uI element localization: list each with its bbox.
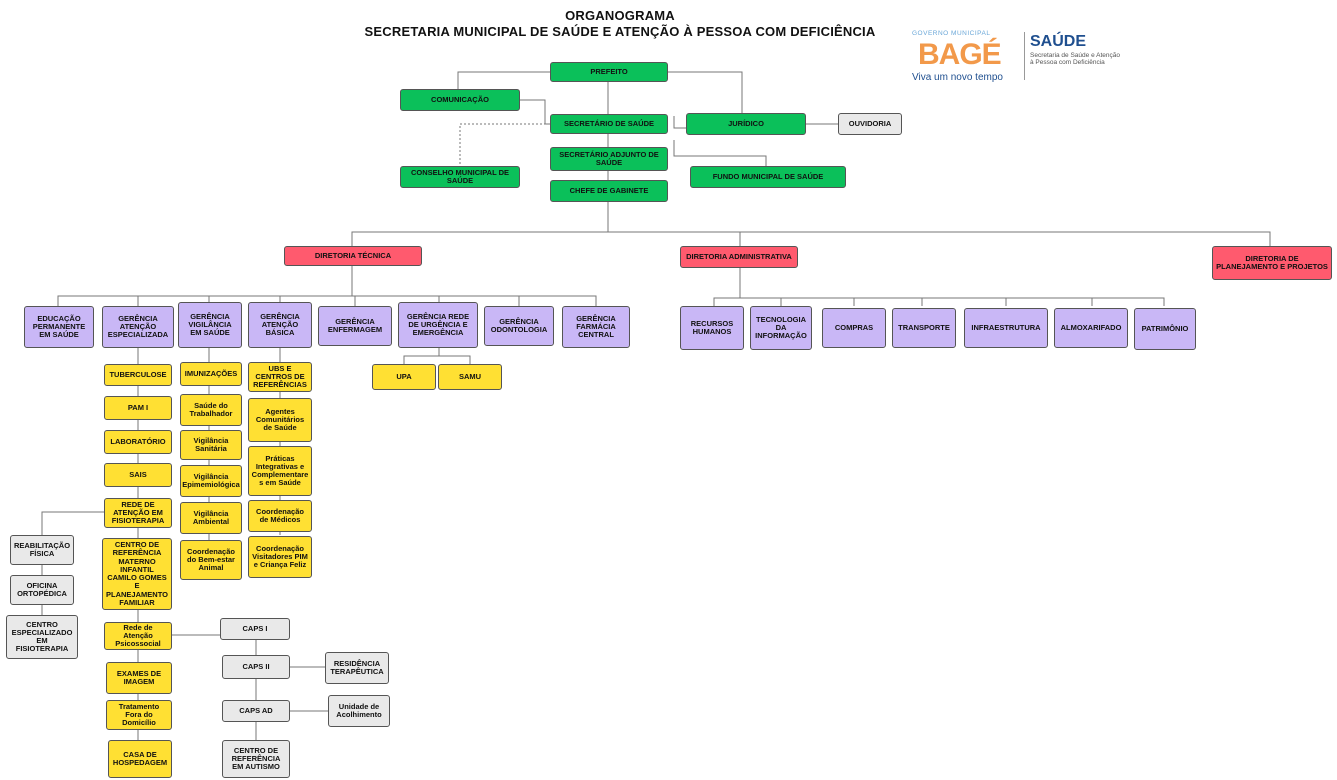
node-transporte: TRANSPORTE — [892, 308, 956, 348]
node-recursos-humanos: RECURSOS HUMANOS — [680, 306, 744, 350]
node-diretoria-planejamento: DIRETORIA DE PLANEJAMENTO E PROJETOS — [1212, 246, 1332, 280]
node-compras: COMPRAS — [822, 308, 886, 348]
node-samu: SAMU — [438, 364, 502, 390]
node-educacao-permanente: EDUCAÇÃO PERMANENTE EM SAÚDE — [24, 306, 94, 348]
node-agentes: Agentes Comunitários de Saúde — [248, 398, 312, 442]
node-centro-materno: CENTRO DE REFERÊNCIA MATERNO INFANTIL CA… — [102, 538, 172, 610]
node-tfd: Tratamento Fora do Domicílio — [106, 700, 172, 730]
node-saude-trabalhador: Saúde do Trabalhador — [180, 394, 242, 426]
logo-sub-text: Secretaria de Saúde e Atenção à Pessoa c… — [1030, 52, 1120, 67]
node-tuberculose: TUBERCULOSE — [104, 364, 172, 386]
node-residencia: RESIDÊNCIA TERAPÊUTICA — [325, 652, 389, 684]
node-casa-hospedagem: CASA DE HOSPEDAGEM — [108, 740, 172, 778]
node-gerencia-basica: GERÊNCIA ATENÇÃO BÁSICA — [248, 302, 312, 348]
node-vigilancia-epidemiologica: Vigilância Epimemiológica — [180, 465, 242, 497]
node-gerencia-farmacia: GERÊNCIA FARMÁCIA CENTRAL — [562, 306, 630, 348]
node-reabilitacao: REABILITAÇÃO FÍSICA — [10, 535, 74, 565]
node-juridico: JURÍDICO — [686, 113, 806, 135]
node-gerencia-vigilancia: GERÊNCIA VIGILÂNCIA EM SAÚDE — [178, 302, 242, 348]
node-ubs: UBS E CENTROS DE REFERÊNCIAS — [248, 362, 312, 392]
node-coord-visitadores: Coordenação Visitadores PIM e Criança Fe… — [248, 536, 312, 578]
node-diretoria-administrativa: DIRETORIA ADMINISTRATIVA — [680, 246, 798, 268]
node-centro-fisioterapia: CENTRO ESPECIALIZADO EM FISIOTERAPIA — [6, 615, 78, 659]
node-laboratorio: LABORATÓRIO — [104, 430, 172, 454]
node-adjunto: SECRETÁRIO ADJUNTO DE SAÚDE — [550, 147, 668, 171]
node-patrimonio: PATRIMÔNIO — [1134, 308, 1196, 350]
node-caps-i: CAPS I — [220, 618, 290, 640]
node-rede-psicossocial: Rede de Atenção Psicossocial — [104, 622, 172, 650]
node-fundo: FUNDO MUNICIPAL DE SAÚDE — [690, 166, 846, 188]
node-infraestrutura: INFRAESTRUTURA — [964, 308, 1048, 348]
node-oficina: OFICINA ORTOPÉDICA — [10, 575, 74, 605]
node-secretario: SECRETÁRIO DE SAÚDE — [550, 114, 668, 134]
node-pam: PAM I — [104, 396, 172, 420]
node-caps-ii: CAPS II — [222, 655, 290, 679]
logo-big-text: BAGÉ — [918, 38, 1002, 71]
node-coord-medicos: Coordenação de Médicos — [248, 500, 312, 532]
node-diretoria-tecnica: DIRETORIA TÉCNICA — [284, 246, 422, 266]
node-gabinete: CHEFE DE GABINETE — [550, 180, 668, 202]
page-title: ORGANOGRAMA — [565, 8, 675, 23]
page-subtitle: SECRETARIA MUNICIPAL DE SAÚDE E ATENÇÃO … — [364, 24, 876, 39]
logo-tagline: Viva um novo tempo — [912, 72, 1003, 83]
node-gerencia-especializada: GERÊNCIA ATENÇÃO ESPECIALIZADA — [102, 306, 174, 348]
node-rede-fisioterapia: REDE DE ATENÇÃO EM FISIOTERAPIA — [104, 498, 172, 528]
node-praticas: Práticas Integrativas e Complementare s … — [248, 446, 312, 496]
logo-small-text: GOVERNO MUNICIPAL — [912, 30, 991, 37]
logo-divider — [1024, 32, 1025, 80]
node-acolhimento: Unidade de Acolhimento — [328, 695, 390, 727]
node-bem-estar-animal: Coordenação do Bem-estar Animal — [180, 540, 242, 580]
node-vigilancia-sanitaria: Vigilância Sanitária — [180, 430, 242, 460]
node-almoxarifado: ALMOXARIFADO — [1054, 308, 1128, 348]
node-caps-ad: CAPS AD — [222, 700, 290, 722]
node-upa: UPA — [372, 364, 436, 390]
node-prefeito: PREFEITO — [550, 62, 668, 82]
logo-saude-text: SAÚDE — [1030, 33, 1087, 50]
node-imunizacoes: IMUNIZAÇÕES — [180, 362, 242, 386]
node-gerencia-enfermagem: GERÊNCIA ENFERMAGEM — [318, 306, 392, 346]
node-gerencia-urgencia: GERÊNCIA REDE DE URGÊNCIA E EMERGÊNCIA — [398, 302, 478, 348]
node-sais: SAIS — [104, 463, 172, 487]
node-tecnologia: TECNOLOGIA DA INFORMAÇÃO — [750, 306, 812, 350]
node-ouvidoria: OUVIDORIA — [838, 113, 902, 135]
node-centro-autismo: CENTRO DE REFERÊNCIA EM AUTISMO — [222, 740, 290, 778]
node-gerencia-odontologia: GERÊNCIA ODONTOLOGIA — [484, 306, 554, 346]
node-vigilancia-ambiental: Vigilância Ambiental — [180, 502, 242, 534]
node-comunicacao: COMUNICAÇÃO — [400, 89, 520, 111]
node-conselho: CONSELHO MUNICIPAL DE SAÚDE — [400, 166, 520, 188]
node-exames-imagem: EXAMES DE IMAGEM — [106, 662, 172, 694]
